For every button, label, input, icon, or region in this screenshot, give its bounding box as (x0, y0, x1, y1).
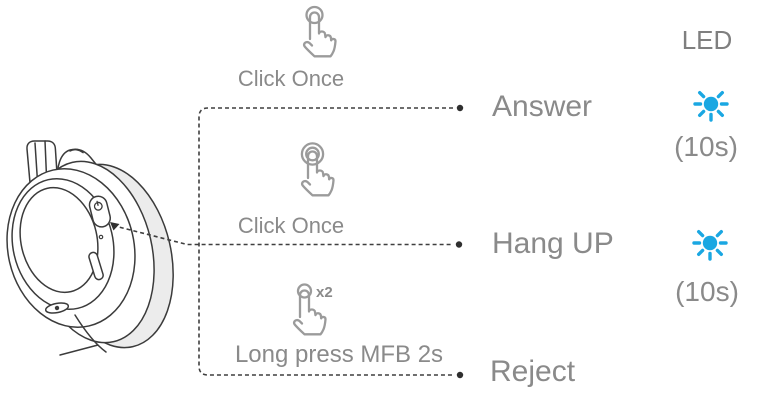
action-label-answer: Answer (492, 90, 593, 123)
tap-once-icon (302, 5, 337, 58)
jack-connector-icon (44, 302, 70, 314)
bullet-answer (456, 104, 464, 112)
earpad-inner (19, 186, 99, 294)
led-flash-icon-answer (693, 90, 729, 122)
gesture-label-row1: Click Once (237, 66, 345, 91)
leader-line (112, 224, 452, 246)
port-slot-icon (88, 251, 104, 281)
led-flash-icon-hangup (692, 229, 728, 261)
action-label-hangup: Hang UP (492, 227, 614, 260)
bullet-hangup (455, 241, 463, 248)
led-duration-hangup: (10s) (675, 276, 739, 307)
action-label-reject: Reject (490, 355, 576, 388)
long-press-x2-icon (292, 283, 327, 336)
headphone-earcup-illustration (6, 140, 174, 356)
gesture-label-row2: Click Once (237, 213, 345, 238)
shell-crease (59, 314, 107, 356)
bullet-reject (456, 371, 464, 379)
led-hole (98, 234, 104, 240)
tap-once-ripple-icon (300, 142, 335, 197)
led-duration-answer: (10s) (674, 131, 738, 162)
gesture-label-row3: Long press MFB 2s (234, 341, 444, 368)
led-column-header: LED (681, 25, 733, 55)
x2-badge: x2 (316, 284, 333, 301)
bracket-line (198, 107, 453, 376)
mfb-button-icon (88, 195, 112, 228)
leader-arrowhead (110, 222, 120, 231)
